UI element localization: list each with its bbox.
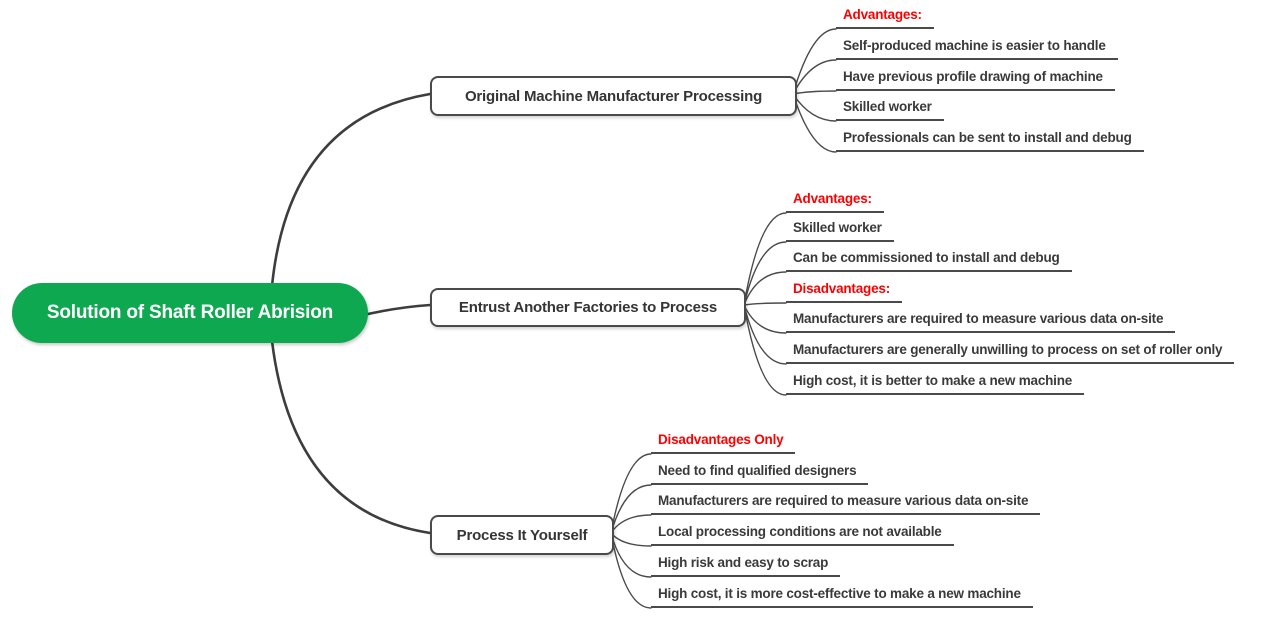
connector-branch1-leaf [792, 59, 837, 95]
branch-topic-process-yourself[interactable]: Process It Yourself [430, 515, 614, 555]
leaf-topic[interactable]: Local processing conditions are not avai… [651, 523, 954, 546]
leaf-topic[interactable]: Manufacturers are generally unwilling to… [786, 341, 1235, 364]
connector-branch2-leaf [743, 304, 787, 365]
leaf-topic[interactable]: High cost, it is more cost-effective to … [651, 585, 1033, 608]
connector-branch2-leaf [743, 241, 787, 306]
connector-branch3-leaf [610, 532, 652, 578]
leaf-topic[interactable]: Professionals can be sent to install and… [836, 129, 1144, 152]
connector-branch2-leaf [743, 271, 787, 306]
leaf-topic[interactable]: High risk and easy to scrap [651, 554, 841, 577]
leaf-topic[interactable]: Manufacturers are required to measure va… [786, 310, 1176, 333]
leaf-topic[interactable]: Advantages: [786, 190, 884, 213]
leaf-topic[interactable]: Need to find qualified designers [651, 462, 869, 485]
leaf-topic[interactable]: Skilled worker [836, 98, 944, 121]
leaf-topic[interactable]: Self-produced machine is easier to handl… [836, 37, 1118, 60]
leaf-topic[interactable]: Disadvantages Only [651, 431, 796, 454]
connector-branch2-leaf [743, 304, 787, 334]
branch-topic-entrust-factories[interactable]: Entrust Another Factories to Process [430, 288, 746, 327]
branch-topic-original-manufacturer[interactable]: Original Machine Manufacturer Processing [430, 76, 797, 116]
connector-branch3-leaf [610, 453, 652, 534]
connector-root-branch2 [366, 303, 432, 316]
connector-branch1-leaf [792, 93, 837, 122]
leaf-topic[interactable]: Advantages: [836, 6, 934, 29]
leaf-topic[interactable]: Have previous profile drawing of machine [836, 68, 1115, 91]
leaf-topic[interactable]: High cost, it is better to make a new ma… [786, 372, 1085, 395]
leaf-topic[interactable]: Skilled worker [786, 219, 894, 242]
connector-root-branch1 [270, 92, 432, 288]
connector-root-branch3 [270, 339, 432, 535]
connector-branch3-leaf [610, 532, 652, 547]
connector-branch2-leaf [743, 304, 787, 396]
connector-branch2-leaf [743, 212, 787, 306]
connector-branch2-leaf [743, 302, 787, 306]
root-topic[interactable]: Solution of Shaft Roller Abrision [12, 283, 368, 343]
connector-branch1-leaf [792, 90, 837, 95]
leaf-topic[interactable]: Disadvantages: [786, 280, 902, 303]
leaf-topic[interactable]: Manufacturers are required to measure va… [651, 492, 1041, 515]
leaf-topic[interactable]: Can be commissioned to install and debug [786, 249, 1072, 272]
